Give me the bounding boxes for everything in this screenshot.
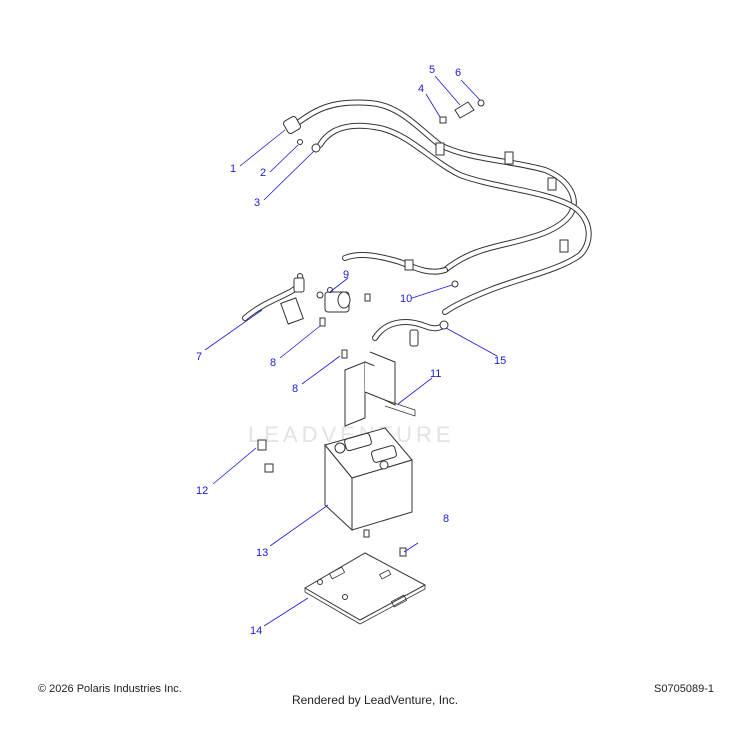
- callout-11[interactable]: 11: [430, 368, 441, 380]
- terminal-nut[interactable]: [264, 463, 274, 473]
- nut[interactable]: [477, 99, 485, 107]
- callout-9[interactable]: 9: [343, 269, 349, 281]
- cable-clamp: [435, 142, 445, 156]
- cable-clamp: [504, 151, 514, 165]
- callout-7[interactable]: 7: [196, 351, 202, 363]
- battery-cable-harness[interactable]: [289, 99, 592, 315]
- bolt[interactable]: [341, 349, 348, 359]
- negative-cable[interactable]: [242, 273, 305, 325]
- bolt[interactable]: [319, 317, 326, 327]
- cable-clamp: [547, 177, 557, 191]
- rendered-by-text: Rendered by LeadVenture, Inc.: [291, 693, 459, 707]
- cable-clamp: [559, 239, 569, 253]
- callout-1[interactable]: 1: [230, 163, 236, 175]
- callout-8c[interactable]: 8: [443, 513, 449, 525]
- bolt[interactable]: [439, 116, 447, 124]
- cable-terminal[interactable]: [311, 143, 321, 153]
- callout-12[interactable]: 12: [196, 485, 208, 497]
- bolt[interactable]: [363, 529, 370, 538]
- callout-14[interactable]: 14: [250, 625, 262, 637]
- boot-cover[interactable]: [454, 101, 475, 119]
- callout-8b[interactable]: 8: [292, 383, 298, 395]
- terminal-boot[interactable]: [282, 115, 301, 134]
- leader-lines: [204, 75, 498, 627]
- callout-3[interactable]: 3: [254, 197, 260, 209]
- callout-15[interactable]: 15: [494, 355, 506, 367]
- callout-2[interactable]: 2: [260, 167, 266, 179]
- copyright-text: © 2026 Polaris Industries Inc.: [38, 683, 182, 695]
- terminal-nut[interactable]: [257, 439, 267, 451]
- battery[interactable]: [324, 427, 413, 532]
- battery-bracket[interactable]: [344, 351, 416, 427]
- fastener[interactable]: [451, 280, 459, 288]
- callout-4[interactable]: 4: [418, 83, 424, 95]
- nut[interactable]: [297, 139, 303, 145]
- callout-8a[interactable]: 8: [270, 357, 276, 369]
- cable-clamp: [404, 259, 414, 271]
- diagram-id: S0705089-1: [654, 683, 714, 695]
- positive-cable[interactable]: [372, 319, 449, 347]
- callout-10[interactable]: 10: [400, 293, 412, 305]
- callout-6[interactable]: 6: [455, 67, 461, 79]
- battery-tray[interactable]: [304, 552, 427, 625]
- callout-5[interactable]: 5: [429, 64, 435, 76]
- relay[interactable]: [316, 287, 371, 313]
- callout-13[interactable]: 13: [256, 547, 268, 559]
- callouts: 1 2 3 4 5 6 7 8 8 8 9 10 11 12 13 14 15: [196, 64, 506, 637]
- bolt[interactable]: [399, 547, 407, 557]
